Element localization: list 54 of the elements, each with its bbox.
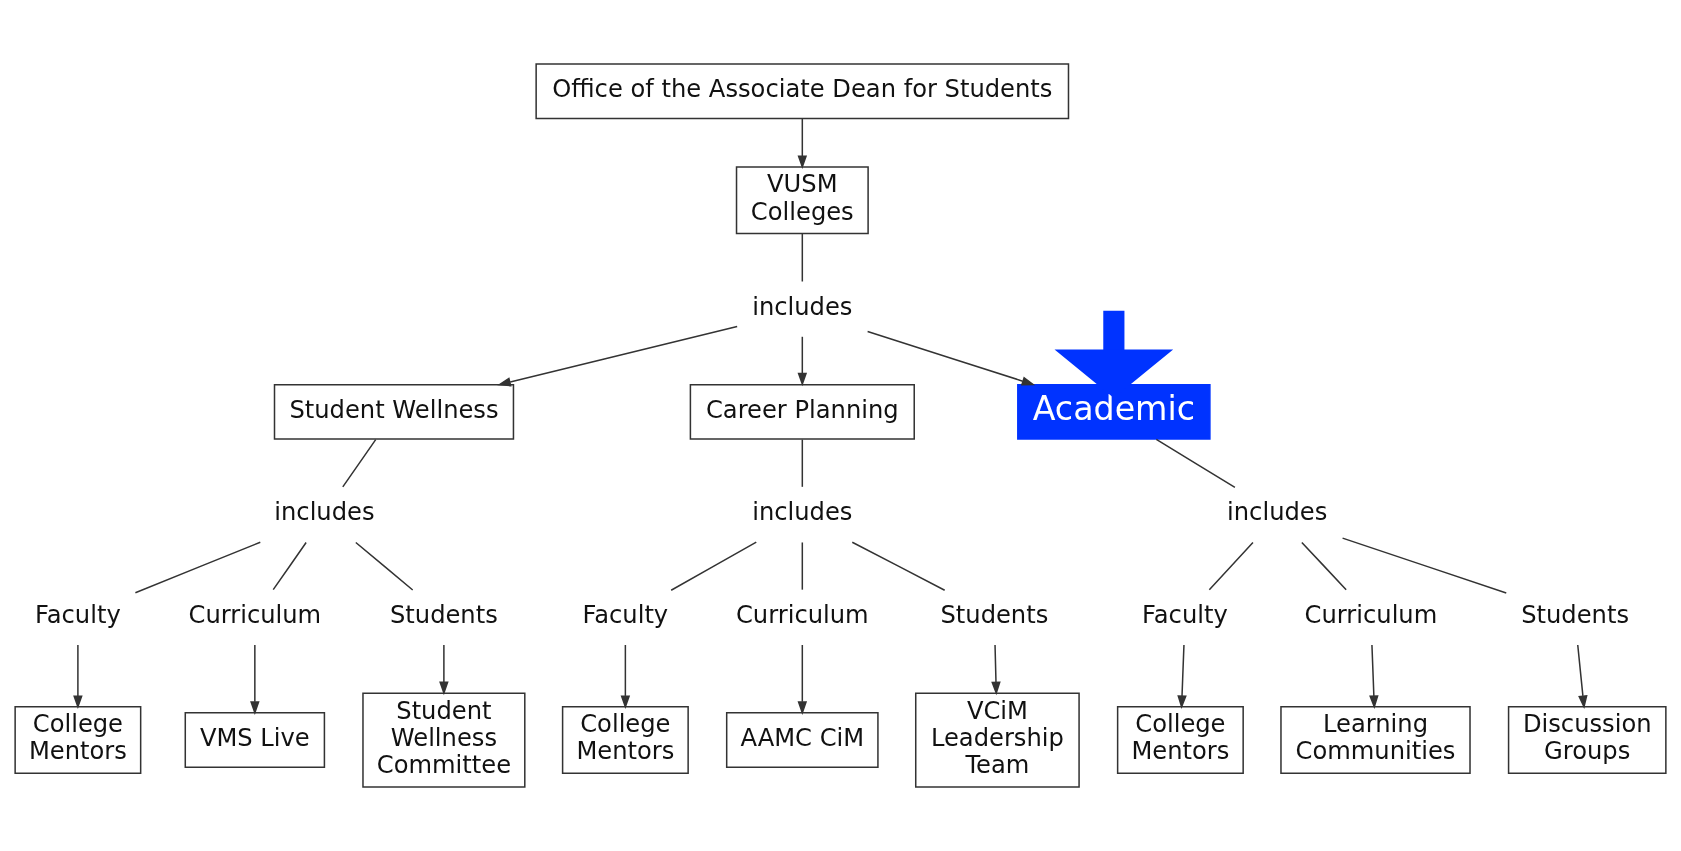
connector [355,541,414,591]
node-box: Student Wellness [273,383,515,440]
node-box: Student Wellness Committee [362,692,526,788]
node-text: Students [389,601,498,630]
node-box: Career Planning [689,383,915,440]
connector [1341,537,1507,594]
connector [342,438,377,488]
arrow [250,644,260,715]
connector [670,541,758,591]
node-box: Learning Communities [1280,706,1471,775]
node-text: Faculty [35,601,121,630]
node-box: AAMC CiM [725,712,879,769]
connector [851,541,946,591]
connector [801,438,804,488]
arrow [1577,644,1588,709]
connector [801,541,804,591]
connector [1155,438,1236,489]
node-text: includes [274,498,375,527]
node-box: College Mentors [14,706,142,775]
node-text: Curriculum [735,601,869,630]
node-text: Curriculum [188,601,322,630]
node-box: Academic [1017,383,1211,440]
node-text: includes [752,498,853,527]
arrow [620,644,631,709]
arrow [73,644,83,709]
arrow [797,118,808,170]
arrow [797,644,808,715]
arrow [1177,644,1187,709]
node-box: College Mentors [561,706,689,775]
arrow [797,336,808,387]
node-text: Faculty [1142,601,1228,630]
node-text: includes [1227,498,1328,527]
node-box: College Mentors [1116,706,1244,775]
node-box: Office of the Associate Dean for Students [535,63,1070,120]
node-text: Students [1521,601,1630,630]
node-text: Faculty [582,601,669,630]
connector [1301,541,1347,591]
node-text: Students [940,601,1049,630]
arrow [991,644,1001,696]
node-box: VUSM Colleges [735,166,869,235]
arrow [1369,644,1379,709]
arrow [1054,310,1174,398]
connector [1208,541,1254,591]
connector [272,541,307,591]
arrow [497,325,738,387]
node-box: VCiM Leadership Team [915,692,1080,788]
connector [801,232,804,283]
arrow [439,644,449,696]
node-text: includes [752,292,853,321]
arrow [866,330,1036,386]
node-box: Discussion Groups [1507,706,1667,775]
connector [134,541,262,594]
node-text: Curriculum [1304,601,1438,630]
node-box: VMS Live [184,712,326,769]
